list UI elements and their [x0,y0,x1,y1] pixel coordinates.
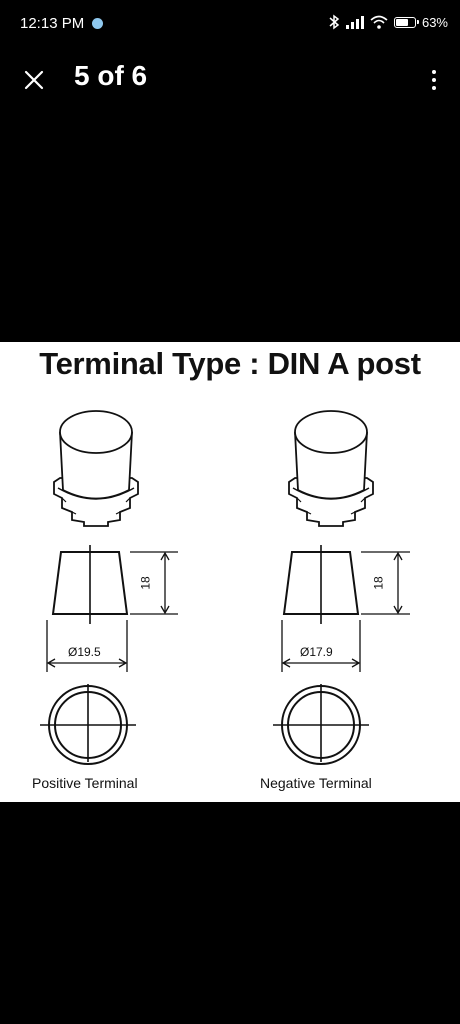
terminal-diagram [39,410,410,765]
negative-height-dimension [361,551,410,615]
negative-diameter-dimension [281,620,361,672]
image-counter-title: 5 of 6 [74,60,148,91]
battery-percent: 63% [421,14,448,30]
positive-post-3d [53,410,139,527]
viewer-toolbar: 5 of 6 [0,44,460,114]
status-icons: 63% [328,14,448,30]
negative-height-label: 18 [371,576,386,590]
battery-icon [393,16,419,28]
status-time: 12:13 PM [20,15,85,32]
positive-terminal-label: Positive Terminal [32,775,138,791]
negative-cross-section [283,544,359,625]
close-icon[interactable] [20,66,48,94]
negative-post-3d [288,410,374,527]
positive-diameter-dimension [46,620,128,672]
positive-cross-section [52,544,128,625]
notification-dot-icon [92,18,103,29]
bluetooth-icon [329,14,340,30]
product-image[interactable]: Terminal Type : DIN A post [0,342,460,802]
more-vert-icon[interactable] [422,66,446,94]
negative-top-view [272,683,370,765]
diagram-title: Terminal Type : DIN A post [39,346,421,381]
positive-diameter-label: Ø19.5 [68,645,101,659]
status-bar: 12:13 PM 63% [0,0,460,44]
negative-diameter-label: Ø17.9 [300,645,333,659]
negative-terminal-label: Negative Terminal [260,775,372,791]
wifi-icon [370,15,388,29]
positive-height-label: 18 [138,576,153,590]
positive-height-dimension [130,551,178,615]
signal-icon [345,15,364,29]
positive-top-view [39,683,137,765]
